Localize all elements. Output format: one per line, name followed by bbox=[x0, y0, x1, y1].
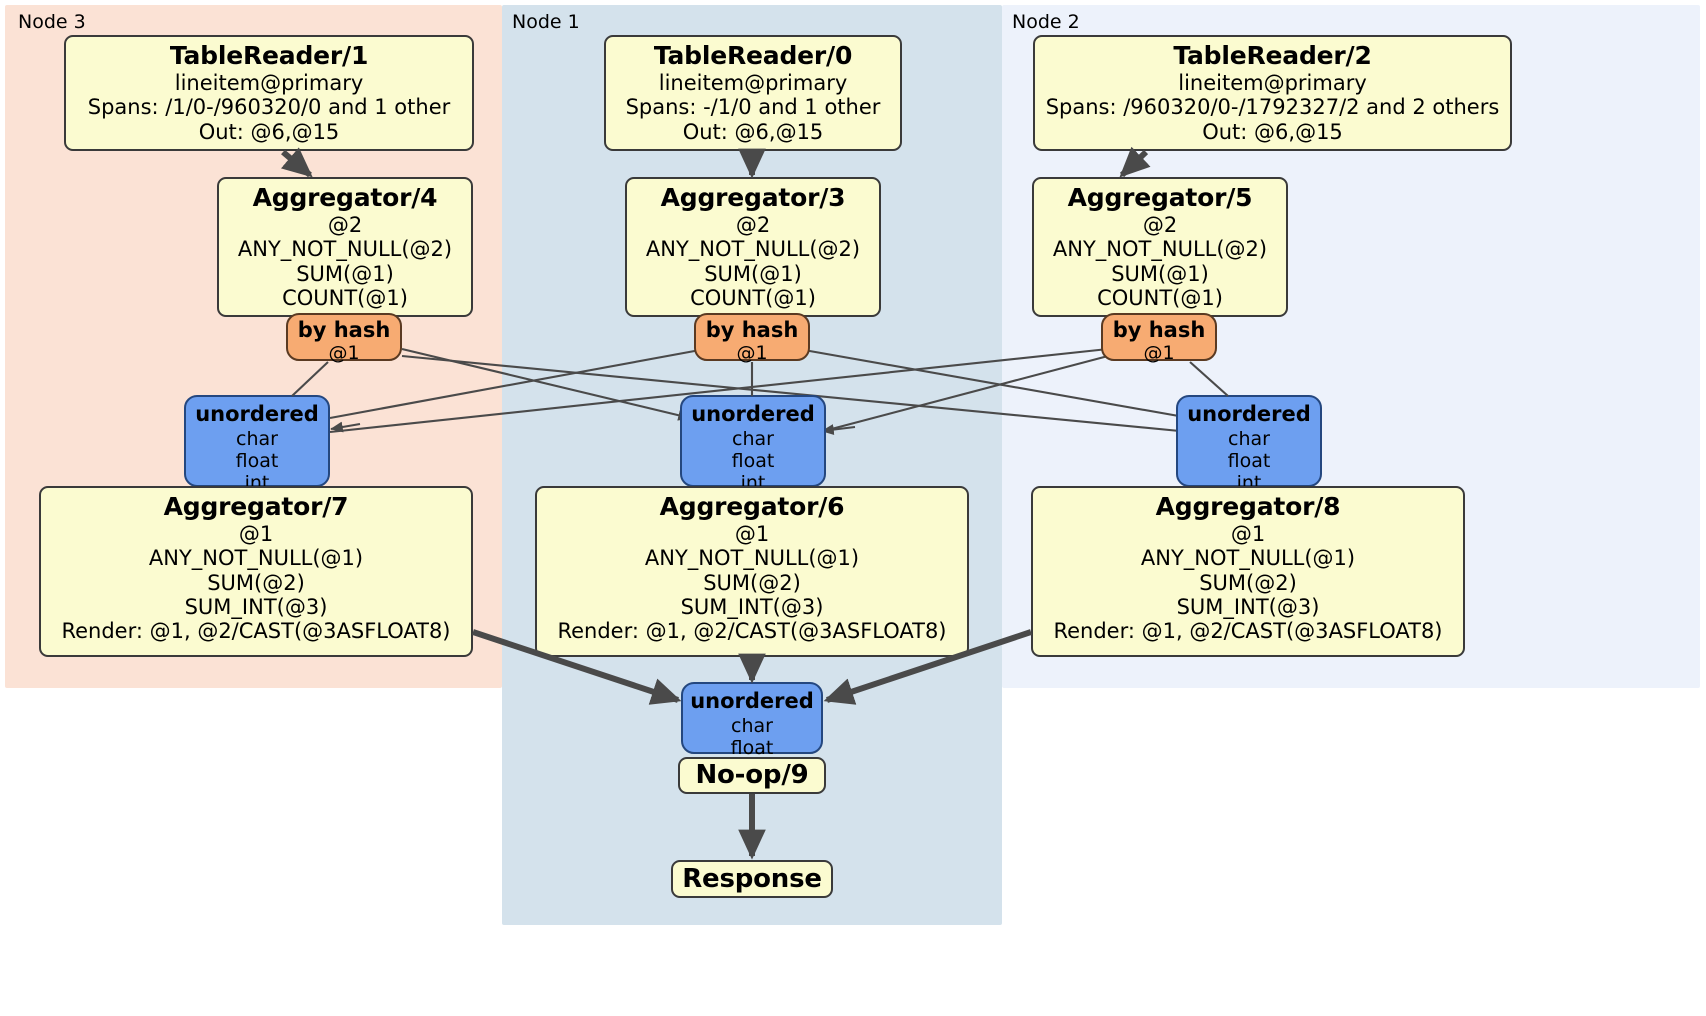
receiver-line: float bbox=[235, 449, 279, 472]
processor-line: @2 bbox=[327, 213, 363, 237]
router-by-hash-node1[interactable]: by hash @1 bbox=[694, 313, 810, 364]
processor-line: ANY_NOT_NULL(@2) bbox=[237, 237, 453, 262]
processor-title: TableReader/1 bbox=[169, 41, 369, 70]
processor-line: ANY_NOT_NULL(@2) bbox=[645, 237, 861, 262]
receiver-unordered-node1[interactable]: unordered char float int bbox=[680, 395, 826, 494]
receiver-title: unordered bbox=[690, 689, 814, 713]
processor-aggregator-5[interactable]: Aggregator/5 @2 ANY_NOT_NULL(@2) SUM(@1)… bbox=[1032, 177, 1288, 317]
processor-line: Spans: -/1/0 and 1 other bbox=[625, 95, 881, 120]
processor-title: Aggregator/3 bbox=[660, 183, 846, 212]
processor-response[interactable]: Response bbox=[671, 860, 833, 898]
receiver-unordered-node3[interactable]: unordered char float int bbox=[184, 395, 330, 494]
receiver-line: float bbox=[1227, 449, 1271, 472]
processor-aggregator-6[interactable]: Aggregator/6 @1 ANY_NOT_NULL(@1) SUM(@2)… bbox=[535, 486, 969, 657]
processor-table-reader-2[interactable]: TableReader/2 lineitem@primary Spans: /9… bbox=[1033, 35, 1512, 151]
receiver-line: float bbox=[731, 449, 775, 472]
processor-title: Aggregator/4 bbox=[252, 183, 438, 212]
processor-line: SUM(@1) bbox=[296, 261, 394, 286]
processor-line: Render: @1, @2/CAST(@3ASFLOAT8) bbox=[557, 619, 947, 644]
router-title: by hash bbox=[705, 318, 799, 342]
receiver-line: char bbox=[236, 427, 278, 450]
processor-title: TableReader/2 bbox=[1173, 41, 1372, 70]
processor-line: @1 bbox=[1230, 522, 1266, 546]
receiver-line: char bbox=[731, 714, 773, 737]
node-panel-node1-label: Node 1 bbox=[512, 11, 580, 33]
processor-title: Aggregator/5 bbox=[1067, 183, 1253, 212]
processor-line: ANY_NOT_NULL(@2) bbox=[1052, 237, 1268, 262]
processor-aggregator-7[interactable]: Aggregator/7 @1 ANY_NOT_NULL(@1) SUM(@2)… bbox=[39, 486, 473, 657]
processor-line: COUNT(@1) bbox=[1097, 286, 1223, 311]
processor-table-reader-1[interactable]: TableReader/1 lineitem@primary Spans: /1… bbox=[64, 35, 474, 151]
receiver-line: char bbox=[732, 427, 774, 450]
node-panel-node3-label: Node 3 bbox=[18, 11, 86, 33]
processor-aggregator-4[interactable]: Aggregator/4 @2 ANY_NOT_NULL(@2) SUM(@1)… bbox=[217, 177, 473, 317]
processor-line: @1 bbox=[734, 522, 770, 546]
processor-title: Aggregator/6 bbox=[659, 492, 845, 521]
processor-title: Response bbox=[682, 863, 822, 894]
processor-line: @1 bbox=[238, 522, 274, 546]
router-title: by hash bbox=[297, 318, 391, 342]
processor-line: COUNT(@1) bbox=[690, 286, 816, 311]
processor-line: COUNT(@1) bbox=[282, 286, 408, 311]
processor-line: SUM_INT(@3) bbox=[680, 595, 824, 620]
router-title: by hash bbox=[1112, 318, 1206, 342]
processor-line: ANY_NOT_NULL(@1) bbox=[644, 546, 860, 571]
router-line: @1 bbox=[1143, 341, 1175, 364]
processor-line: Render: @1, @2/CAST(@3ASFLOAT8) bbox=[1053, 619, 1443, 644]
processor-noop-9[interactable]: No-op/9 bbox=[678, 757, 826, 794]
processor-line: SUM(@2) bbox=[207, 570, 305, 595]
receiver-line: float bbox=[730, 736, 774, 759]
processor-title: TableReader/0 bbox=[653, 41, 853, 70]
processor-title: Aggregator/7 bbox=[163, 492, 349, 521]
processor-line: lineitem@primary bbox=[174, 71, 364, 95]
processor-line: Spans: /1/0-/960320/0 and 1 other bbox=[87, 95, 451, 120]
processor-line: Spans: /960320/0-/1792327/2 and 2 others bbox=[1045, 95, 1500, 120]
router-by-hash-node3[interactable]: by hash @1 bbox=[286, 313, 402, 364]
receiver-line: char bbox=[1228, 427, 1270, 450]
processor-line: lineitem@primary bbox=[1178, 71, 1367, 95]
processor-line: Out: @6,@15 bbox=[1202, 119, 1343, 144]
processor-line: SUM(@2) bbox=[1199, 570, 1297, 595]
receiver-title: unordered bbox=[1187, 402, 1311, 426]
router-by-hash-node2[interactable]: by hash @1 bbox=[1101, 313, 1217, 364]
receiver-unordered-final[interactable]: unordered char float bbox=[681, 682, 823, 759]
receiver-title: unordered bbox=[195, 402, 319, 426]
processor-line: SUM_INT(@3) bbox=[1176, 595, 1320, 620]
node-panel-node2-label: Node 2 bbox=[1012, 11, 1080, 33]
processor-line: ANY_NOT_NULL(@1) bbox=[148, 546, 364, 571]
processor-line: Out: @6,@15 bbox=[198, 119, 340, 144]
receiver-title: unordered bbox=[691, 402, 815, 426]
processor-line: Out: @6,@15 bbox=[682, 119, 824, 144]
processor-title: Aggregator/8 bbox=[1155, 492, 1341, 521]
processor-title: No-op/9 bbox=[695, 760, 809, 791]
processor-line: @2 bbox=[735, 213, 771, 237]
processor-line: SUM(@1) bbox=[1111, 261, 1209, 286]
router-line: @1 bbox=[328, 341, 360, 364]
processor-line: SUM(@2) bbox=[703, 570, 801, 595]
processor-line: Render: @1, @2/CAST(@3ASFLOAT8) bbox=[61, 619, 451, 644]
router-line: @1 bbox=[736, 341, 768, 364]
processor-aggregator-3[interactable]: Aggregator/3 @2 ANY_NOT_NULL(@2) SUM(@1)… bbox=[625, 177, 881, 317]
processor-line: lineitem@primary bbox=[658, 71, 848, 95]
processor-line: SUM_INT(@3) bbox=[184, 595, 328, 620]
processor-line: ANY_NOT_NULL(@1) bbox=[1140, 546, 1356, 571]
processor-aggregator-8[interactable]: Aggregator/8 @1 ANY_NOT_NULL(@1) SUM(@2)… bbox=[1031, 486, 1465, 657]
receiver-unordered-node2[interactable]: unordered char float int bbox=[1176, 395, 1322, 494]
processor-table-reader-0[interactable]: TableReader/0 lineitem@primary Spans: -/… bbox=[604, 35, 902, 151]
processor-line: SUM(@1) bbox=[704, 261, 802, 286]
processor-line: @2 bbox=[1142, 213, 1178, 237]
